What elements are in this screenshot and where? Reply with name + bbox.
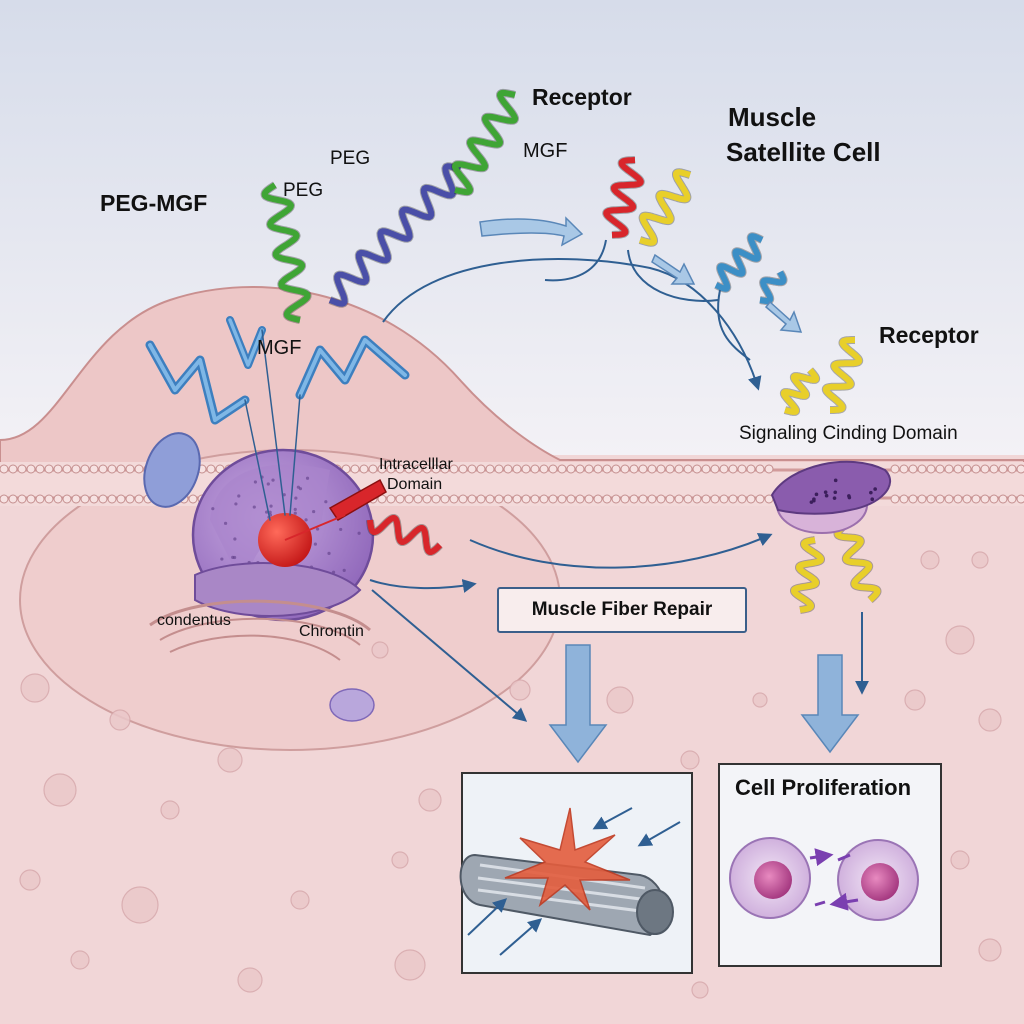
chromtin-label: Chromtin [299, 623, 364, 641]
receptor-right-label: Receptor [879, 322, 979, 349]
cell-proliferation-label: Cell Proliferation [735, 775, 911, 801]
peg-mgf-label: PEG-MGF [100, 190, 207, 217]
peg-label-2: PEG [330, 148, 370, 170]
intracellular-label-line2: Domain [387, 476, 442, 494]
muscle-satellite-label-line1: Muscle [728, 102, 816, 133]
signaling-domain-label: Signaling Cinding Domain [739, 423, 958, 445]
muscle-fiber-panel [461, 773, 692, 973]
intracellular-label-line1: Intracelllar [379, 456, 453, 474]
muscle-satellite-label-line2: Satellite Cell [726, 137, 881, 168]
receptor-top-label: Receptor [532, 84, 632, 111]
condentus-label: condentus [157, 612, 231, 630]
muscle-fiber-repair-label: Muscle Fiber Repair [499, 589, 745, 631]
mgf-upper-label: MGF [523, 140, 567, 163]
small-vesicle [330, 689, 374, 721]
mgf-lower-label: MGF [257, 337, 301, 360]
peg-label-1: PEG [283, 180, 323, 202]
muscle-fiber-repair-box: Muscle Fiber Repair [497, 587, 747, 633]
